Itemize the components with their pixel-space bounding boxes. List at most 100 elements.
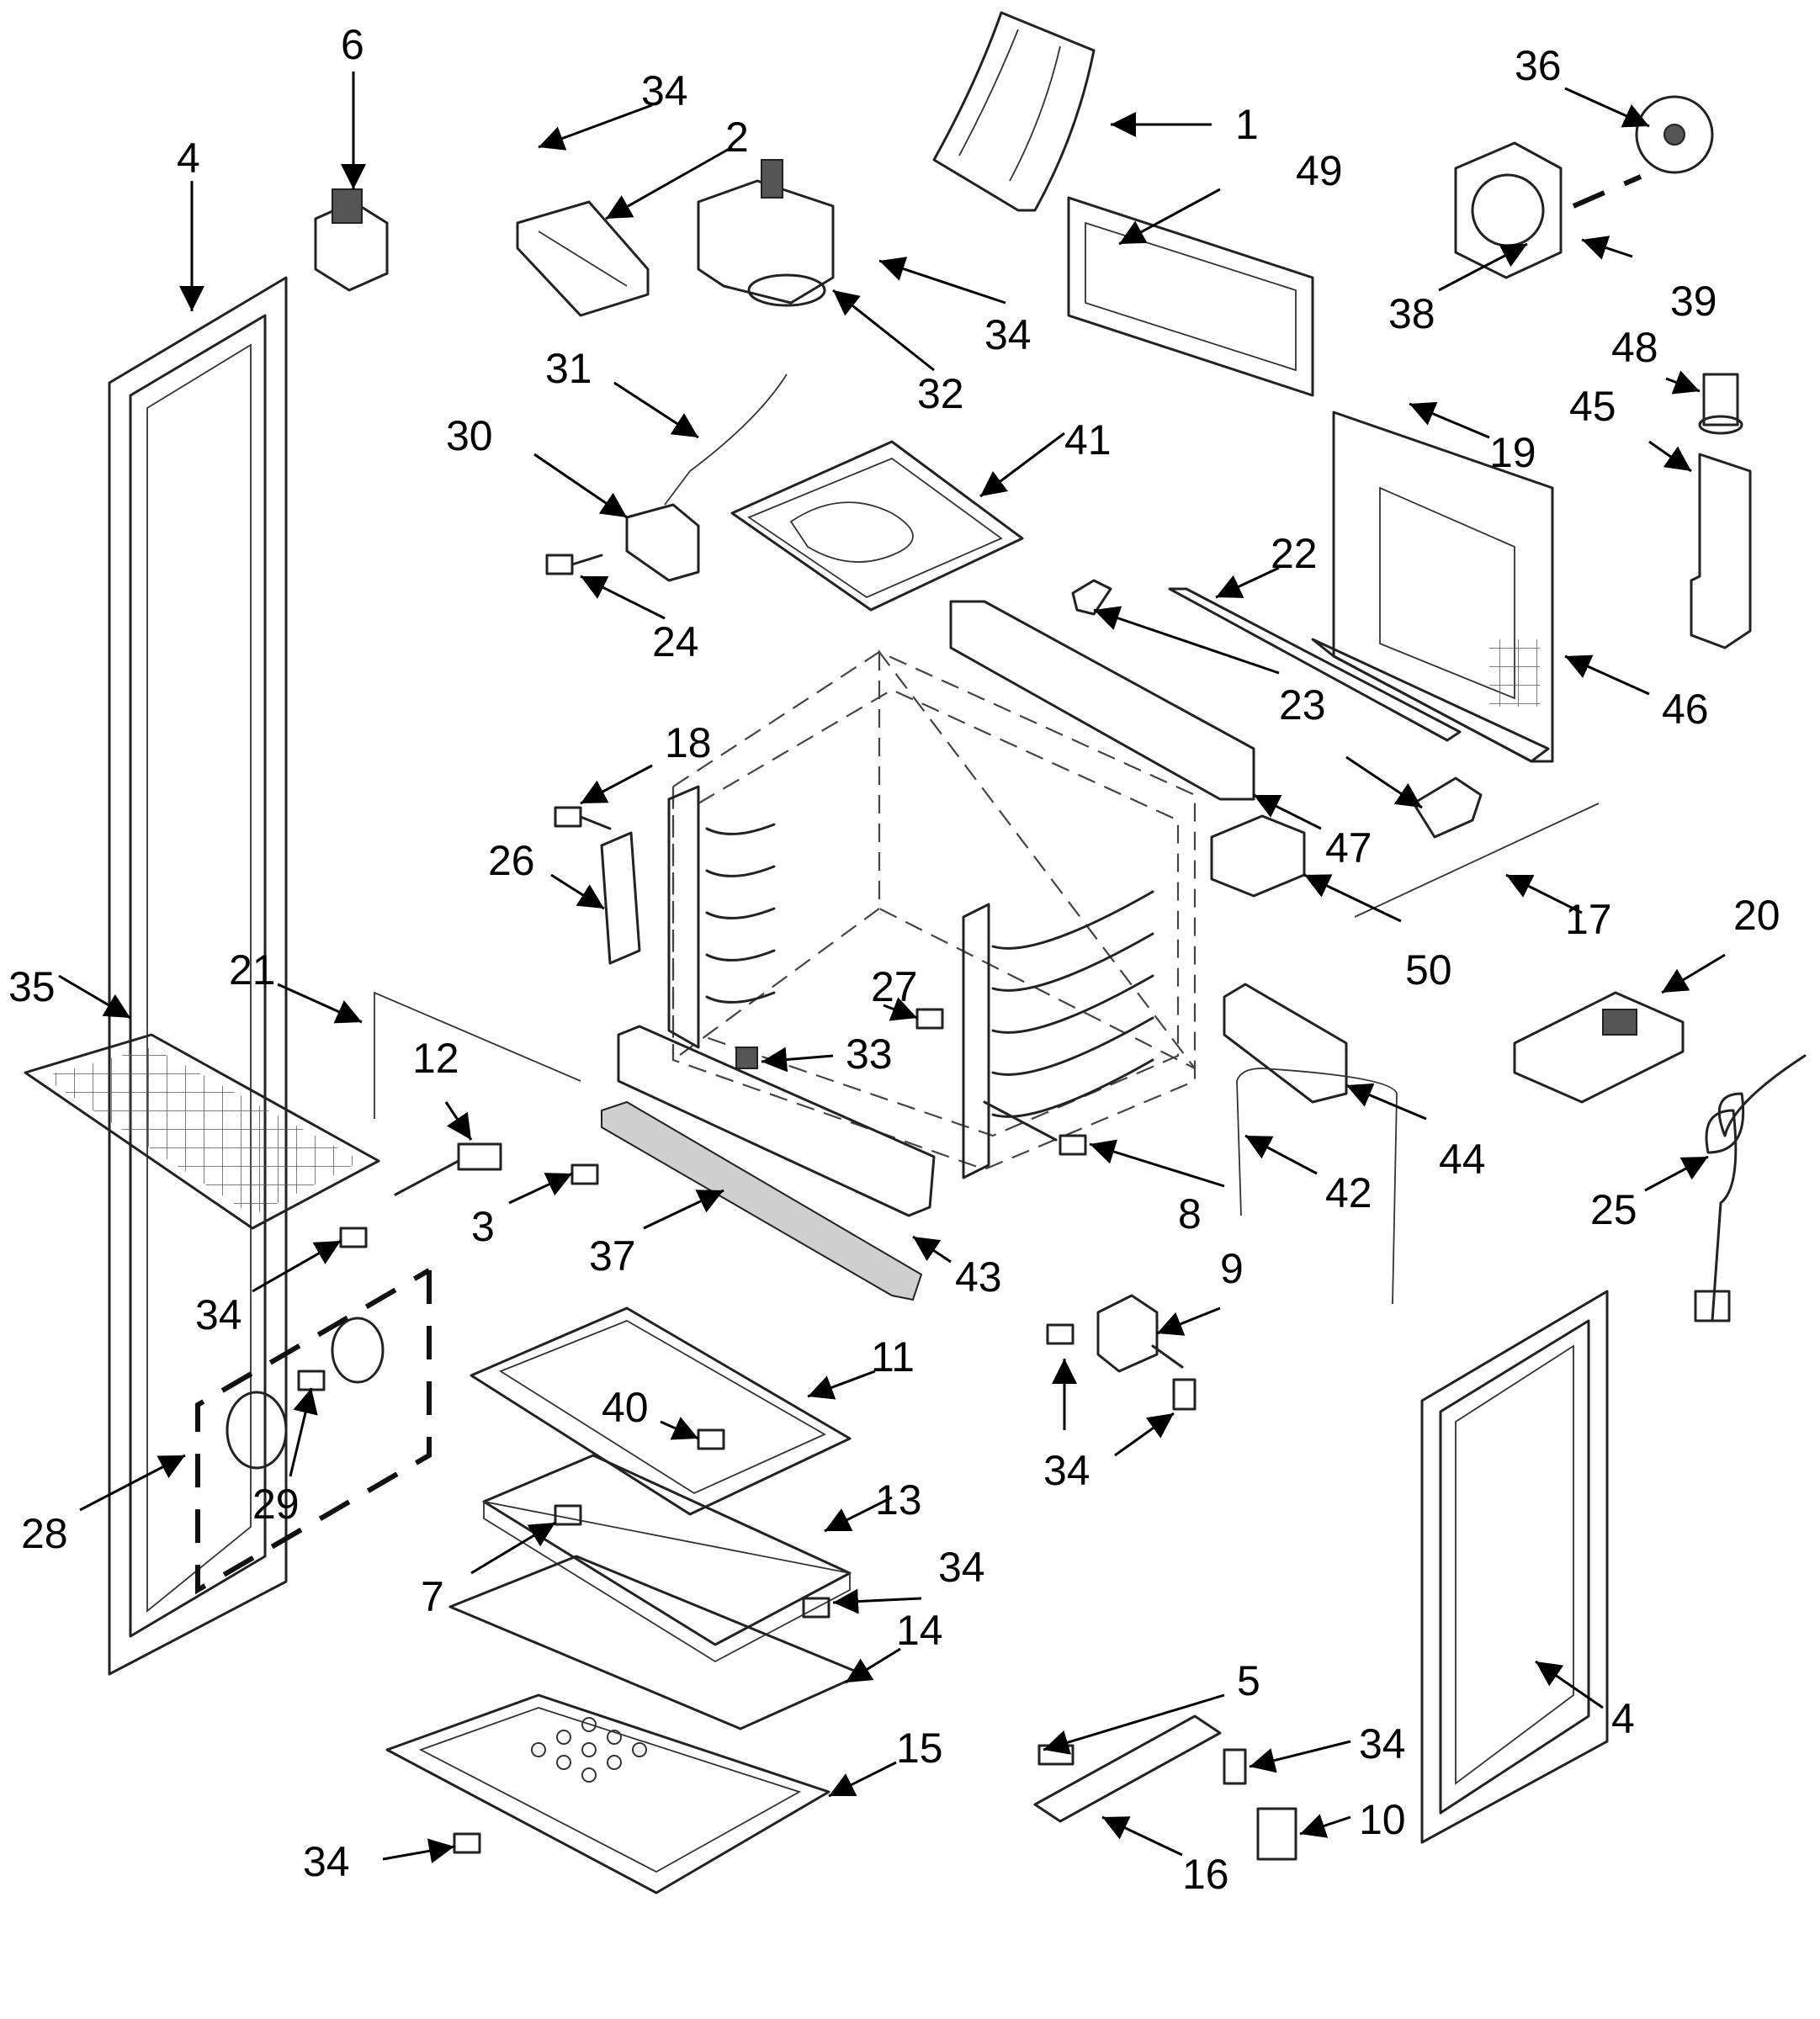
leader-lines: [58, 72, 1726, 1863]
callout-4-right: 4: [1611, 1695, 1635, 1742]
side-bracket-26: [600, 831, 641, 965]
callout-34-c: 34: [195, 1291, 242, 1338]
callout-10: 10: [1359, 1796, 1406, 1843]
leveling-leg-10: [1256, 1807, 1297, 1861]
hinge-bracket: [314, 188, 389, 292]
screw-34-rail: [1223, 1748, 1247, 1785]
callout-18: 18: [665, 719, 712, 766]
callout-25: 25: [1590, 1186, 1637, 1233]
callout-13: 13: [875, 1476, 922, 1524]
callout-20: 20: [1733, 892, 1780, 939]
broil-heat-shield: [730, 440, 1024, 612]
callout-37: 37: [589, 1232, 636, 1280]
screw-34-bottom: [453, 1832, 481, 1854]
callout-45: 45: [1569, 383, 1616, 430]
callout-17: 17: [1565, 896, 1612, 943]
callout-22: 22: [1271, 530, 1318, 577]
callout-33: 33: [846, 1031, 893, 1078]
callout-34-g: 34: [303, 1838, 350, 1885]
callout-26: 26: [488, 837, 535, 884]
mounting-bracket-23b: [1412, 776, 1483, 839]
screw-34-baffle: [802, 1597, 830, 1619]
lower-duct-44: [1223, 983, 1348, 1104]
callout-23: 23: [1279, 681, 1326, 729]
callout-29: 29: [252, 1481, 300, 1528]
callout-34-f: 34: [1359, 1720, 1406, 1767]
callout-8: 8: [1178, 1190, 1202, 1237]
callout-5: 5: [1237, 1657, 1260, 1704]
callout-34-d: 34: [1043, 1447, 1090, 1494]
callout-35: 35: [8, 963, 56, 1010]
callout-34-b: 34: [984, 311, 1032, 358]
rack-supports-right: [962, 890, 1154, 1179]
screw-34-valve: [1046, 1323, 1197, 1411]
back-panel-upper: [1067, 196, 1314, 397]
oven-rack: [24, 1033, 380, 1230]
rear-panel: [1311, 411, 1554, 763]
callout-15: 15: [896, 1725, 943, 1772]
bottom-plate-15: [385, 1693, 830, 1894]
screw-40: [697, 1428, 725, 1450]
control-bracket: [1690, 453, 1752, 649]
callout-49: 49: [1296, 147, 1343, 194]
screw-24: [545, 554, 603, 575]
broiler-pan-11: [470, 1306, 852, 1516]
top-trim-strip: [1168, 587, 1462, 742]
callout-43: 43: [955, 1253, 1002, 1301]
screw-27: [915, 1008, 944, 1030]
callout-48: 48: [1611, 324, 1658, 371]
callout-27: 27: [871, 963, 918, 1010]
wire-17: [1354, 803, 1600, 918]
callout-21: 21: [229, 946, 276, 994]
callout-14: 14: [896, 1607, 943, 1654]
power-plug: [1694, 1290, 1731, 1322]
callout-40: 40: [602, 1384, 649, 1431]
callout-6: 6: [341, 21, 364, 68]
wire-harness-block: [1210, 814, 1306, 898]
screw-8: [983, 1100, 1087, 1156]
power-cord: [1705, 1054, 1807, 1322]
oven-cavity: [671, 649, 1197, 1171]
bottom-baffle-14: [448, 1555, 864, 1730]
callout-16: 16: [1182, 1851, 1229, 1898]
callout-7: 7: [421, 1573, 444, 1620]
rear-mounting-strip: [949, 600, 1255, 801]
callout-3: 3: [471, 1203, 495, 1250]
callout-28: 28: [21, 1510, 68, 1557]
callout-19: 19: [1489, 429, 1536, 476]
screw-3: [570, 1163, 599, 1185]
switch-knob: [1698, 373, 1743, 435]
sensor-bracket: [625, 503, 700, 582]
callout-41: 41: [1064, 416, 1112, 464]
callout-labels: 1 2 3 4 4 5 6 7 8 9 10 11 12 13 14 15 16…: [8, 21, 1780, 1898]
side-panel-left: [108, 276, 288, 1676]
callout-9: 9: [1220, 1245, 1244, 1292]
callout-50: 50: [1405, 946, 1452, 994]
callout-30: 30: [446, 412, 493, 459]
callout-39: 39: [1670, 278, 1717, 325]
igniter-assembly: [697, 159, 835, 307]
callout-4-left: 4: [177, 135, 200, 182]
callout-12: 12: [412, 1035, 459, 1082]
valve-9: [1096, 1294, 1184, 1373]
sensor-lead-42: [1236, 1068, 1398, 1305]
burner-bracket: [516, 200, 650, 317]
callout-32: 32: [917, 370, 964, 417]
bottom-tray-13: [482, 1454, 852, 1663]
side-panel-right: [1420, 1290, 1609, 1844]
sensor-wire: [664, 374, 788, 506]
callout-31: 31: [545, 345, 592, 392]
clip-33: [735, 1047, 758, 1069]
wire-21: [374, 991, 581, 1119]
gasket-strip-37: [601, 1100, 923, 1301]
screw-18: [554, 806, 612, 830]
callout-11: 11: [871, 1333, 915, 1380]
vent-duct: [932, 11, 1096, 212]
callout-2: 2: [725, 114, 749, 161]
screw-7: [554, 1504, 582, 1526]
mounting-bracket-23a: [1071, 579, 1112, 616]
callout-34-e: 34: [938, 1544, 985, 1591]
callout-1: 1: [1235, 101, 1259, 148]
callout-34-a: 34: [641, 67, 688, 114]
